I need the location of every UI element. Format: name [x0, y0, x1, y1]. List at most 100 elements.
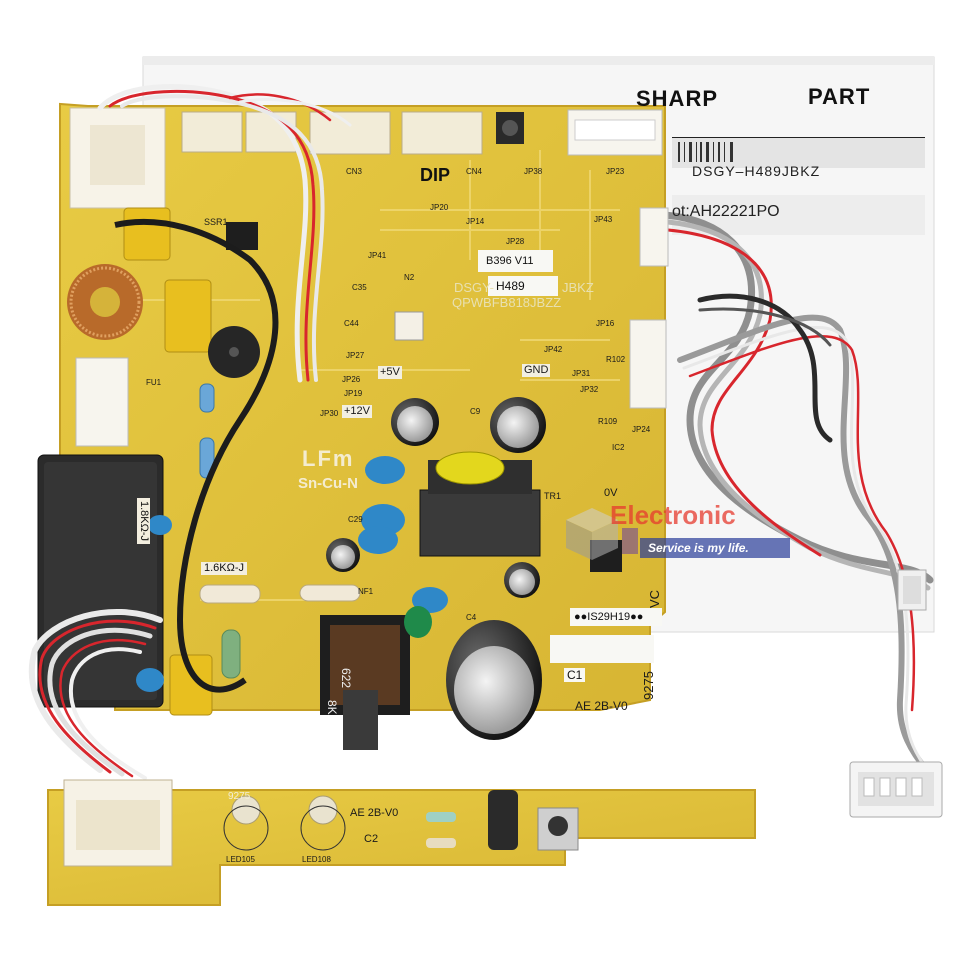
silk-ov: 0V — [604, 487, 618, 499]
label-brand: SHARP — [636, 86, 719, 111]
silk-fu1: FU1 — [146, 378, 162, 387]
label-lot: ot:AH22221PO — [672, 203, 780, 220]
capacitor-c9-left — [391, 398, 439, 446]
jumper-block — [394, 311, 424, 341]
silk-8k: 8K — [325, 700, 339, 715]
blue-caps — [136, 456, 448, 692]
silk-sn-cu: Sn-Cu-N — [298, 475, 358, 492]
silk-jp38: JP38 — [524, 167, 543, 176]
display-code: 9275 — [228, 791, 251, 802]
silk-jp24: JP24 — [632, 425, 651, 434]
display-pcb — [47, 779, 756, 906]
tag-qpwb: QPWBFB818JBZZ — [452, 295, 562, 310]
tag-b396-bg — [478, 250, 553, 272]
display-led105: LED105 — [226, 855, 255, 864]
label-model: DSGY–H489JBKZ — [692, 163, 821, 179]
display-resistor-a — [426, 812, 456, 822]
tag-blank-bg — [550, 635, 654, 663]
silk-lf: LFm — [302, 446, 355, 471]
tag-dsgy-prefix: DSGY- — [454, 280, 494, 295]
silk-jp27: JP27 — [346, 351, 365, 360]
silk-jp20: JP20 — [430, 203, 449, 212]
green-cap — [404, 606, 432, 638]
silk-c35: C35 — [352, 283, 367, 292]
silk-dip: DIP — [420, 165, 451, 185]
barcode — [678, 142, 733, 162]
connector-left — [75, 357, 129, 447]
right-connector-mid — [897, 569, 927, 611]
right-connector-bottom — [849, 761, 943, 818]
silk-jp41: JP41 — [368, 251, 387, 260]
silk-jp32: JP32 — [580, 385, 599, 394]
tag-h489: H489 — [496, 279, 525, 293]
silk-9275: 9275 — [641, 671, 656, 700]
tag-jbkz: JBKZ — [562, 280, 594, 295]
toroid-coil — [67, 264, 143, 340]
watermark-brand: Electronic — [610, 500, 736, 530]
x-capacitor-c — [169, 654, 213, 716]
silk-nf1: NF1 — [358, 587, 374, 596]
tag-is29-bg — [570, 608, 662, 626]
connector-cn3 — [309, 111, 391, 155]
silk-c44: C44 — [344, 319, 359, 328]
connector-right-b — [629, 319, 667, 409]
silk-jp19: JP19 — [344, 389, 363, 398]
connector-right-a — [639, 207, 669, 267]
silk-gnd: GND — [522, 364, 551, 377]
x-capacitor-b — [164, 279, 212, 353]
capacitor-small-b — [504, 562, 540, 598]
silk-c9: C9 — [470, 407, 481, 416]
display-wire-harness — [28, 609, 163, 780]
transformer — [419, 451, 541, 557]
silk-jp43: JP43 — [594, 215, 613, 224]
black-cable — [114, 218, 279, 693]
display-led108: LED108 — [302, 855, 331, 864]
silk-plus5v: +5V — [378, 366, 402, 379]
silk-n2: N2 — [404, 273, 415, 282]
display-capacitor — [488, 790, 518, 850]
led105-lens — [231, 795, 261, 825]
silk-res-1-6k: 1.6KΩ-J — [201, 562, 248, 575]
silk-ic2: IC2 — [612, 443, 625, 452]
silk-jp30: JP30 — [320, 409, 339, 418]
connector-cn4 — [401, 111, 483, 155]
silk-c4: C4 — [466, 613, 477, 622]
silk-res-1-8k: 1.8KΩ-J — [137, 498, 150, 545]
tag-ae: AE 2B-V0 — [575, 699, 628, 713]
tag-b396: B396 V11 — [486, 255, 534, 267]
connector-a — [181, 111, 243, 153]
silk-jp23: JP23 — [606, 167, 625, 176]
label-part-word: PART — [808, 84, 871, 109]
tag-is29: ●●IS29H19●● — [574, 611, 644, 623]
watermark-slogan: Service is my life. — [648, 541, 749, 555]
silk-jp28: JP28 — [506, 237, 525, 246]
silk-plus12v: +12V — [342, 405, 372, 418]
silk-vc: VC — [647, 589, 662, 608]
tag-c1: C1 — [564, 668, 586, 682]
silk-ssr1: SSR1 — [204, 217, 228, 227]
silk-jp26: JP26 — [342, 375, 361, 384]
right-wire-harness — [661, 211, 936, 782]
silk-622: 622 — [339, 668, 353, 689]
barcode-strip — [672, 138, 925, 168]
choke — [320, 615, 410, 750]
silk-jp14: JP14 — [466, 217, 485, 226]
watermark-slogan-bg — [640, 538, 790, 558]
led108-lens — [308, 795, 338, 825]
watermark-logo-cube — [566, 508, 638, 560]
tag-h489-bg — [488, 276, 558, 296]
display-ae: AE 2B-V0 — [350, 807, 399, 819]
silk-cn3: CN3 — [346, 167, 363, 176]
silk-jp31: JP31 — [572, 369, 591, 378]
capacitor-c9-right — [490, 397, 546, 453]
silk-jp16: JP16 — [596, 319, 615, 328]
display-resistor-b — [426, 838, 456, 848]
display-c2: C2 — [364, 833, 379, 845]
capacitor-small-a — [326, 538, 360, 572]
main-pcb — [37, 102, 669, 750]
silk-cn4: CN4 — [466, 167, 483, 176]
silk-r109: R109 — [598, 417, 618, 426]
big-electrolytic-capacitor — [446, 620, 542, 740]
